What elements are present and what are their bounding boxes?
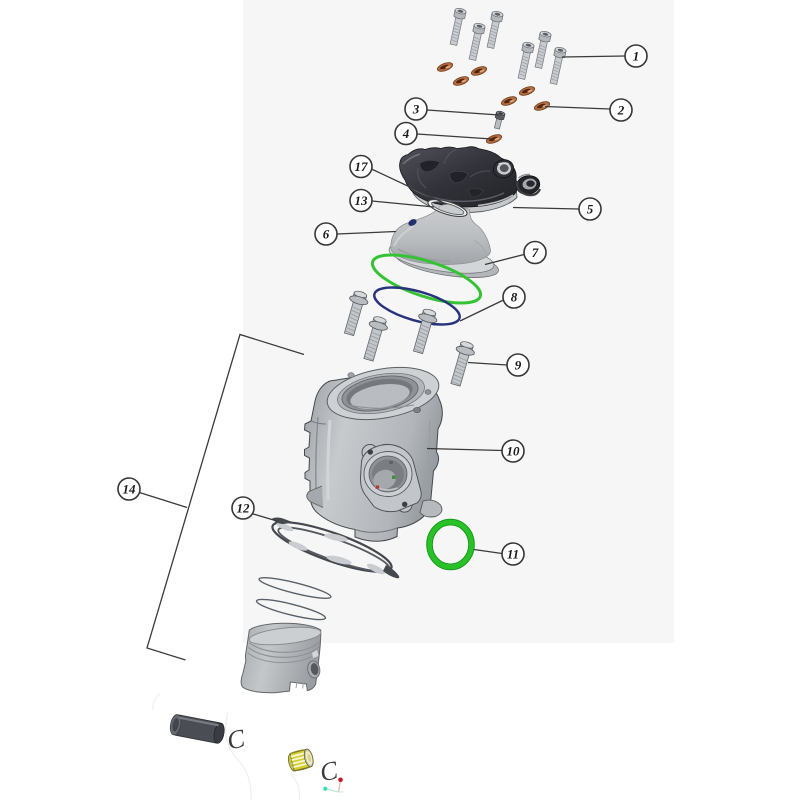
- svg-text:9: 9: [515, 358, 522, 373]
- svg-text:C: C: [224, 723, 248, 755]
- svg-text:14: 14: [123, 482, 137, 497]
- svg-text:5: 5: [587, 202, 594, 217]
- svg-text:2: 2: [617, 103, 625, 118]
- svg-text:7: 7: [532, 245, 539, 260]
- svg-text:6: 6: [323, 227, 330, 242]
- svg-text:10: 10: [507, 444, 521, 459]
- svg-text:17: 17: [355, 159, 369, 174]
- svg-text:12: 12: [237, 501, 251, 516]
- svg-text:1: 1: [633, 49, 640, 64]
- svg-text:3: 3: [412, 102, 420, 117]
- svg-text:11: 11: [507, 547, 519, 562]
- svg-text:8: 8: [511, 290, 518, 305]
- svg-text:13: 13: [355, 193, 369, 208]
- svg-text:C: C: [317, 755, 341, 787]
- svg-text:4: 4: [402, 126, 410, 141]
